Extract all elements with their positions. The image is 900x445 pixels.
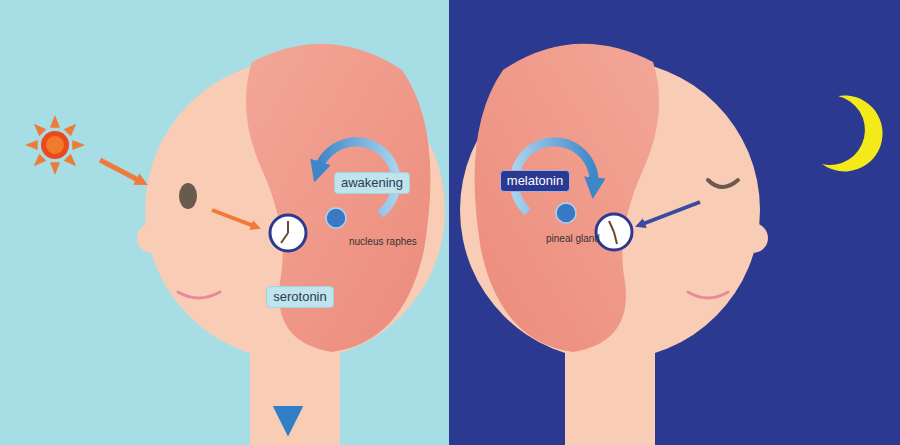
clock-hand (287, 221, 289, 233)
night-head (460, 44, 768, 445)
box-text: melatonin (507, 173, 563, 189)
sun-ray (72, 140, 85, 150)
clock-face (270, 215, 306, 251)
awakening-label-box: awakening (334, 172, 410, 194)
clock (270, 215, 306, 251)
sun-ray (50, 115, 60, 128)
closed-eye (708, 180, 738, 187)
sun-core (46, 136, 64, 154)
clock-hand (281, 233, 288, 243)
moon (822, 95, 883, 171)
serotonin-arrow (281, 252, 295, 415)
eye-to-clock-arrow (212, 210, 256, 227)
sun-disc (41, 131, 69, 159)
pineal-gland-label: pineal gland (546, 233, 600, 245)
nucleus-raphes-label: nucleus raphes (349, 236, 417, 248)
clock (596, 214, 632, 250)
clock-hand (609, 221, 614, 232)
day-head (137, 44, 445, 445)
light-arrow (100, 160, 142, 182)
clock-face (596, 214, 632, 250)
mouth (688, 292, 728, 298)
serotonin-label-box: serotonin (266, 286, 333, 308)
box-text: awakening (341, 175, 403, 191)
open-eye (179, 183, 197, 209)
nucleus-raphes-dot (326, 208, 346, 228)
sun-ray (34, 124, 46, 136)
mouth (178, 292, 220, 298)
sun-ray (50, 162, 60, 175)
sun-ray (25, 140, 38, 150)
sun-ray (64, 154, 76, 166)
sun (25, 115, 85, 175)
sun-ray (34, 154, 46, 166)
box-text: serotonin (273, 289, 326, 305)
clock-hand (614, 232, 617, 244)
melatonin-label-box: melatonin (500, 170, 570, 192)
eye-to-clock-arrow (640, 202, 700, 225)
pineal-gland-dot (556, 203, 576, 223)
sun-ray (64, 124, 76, 136)
